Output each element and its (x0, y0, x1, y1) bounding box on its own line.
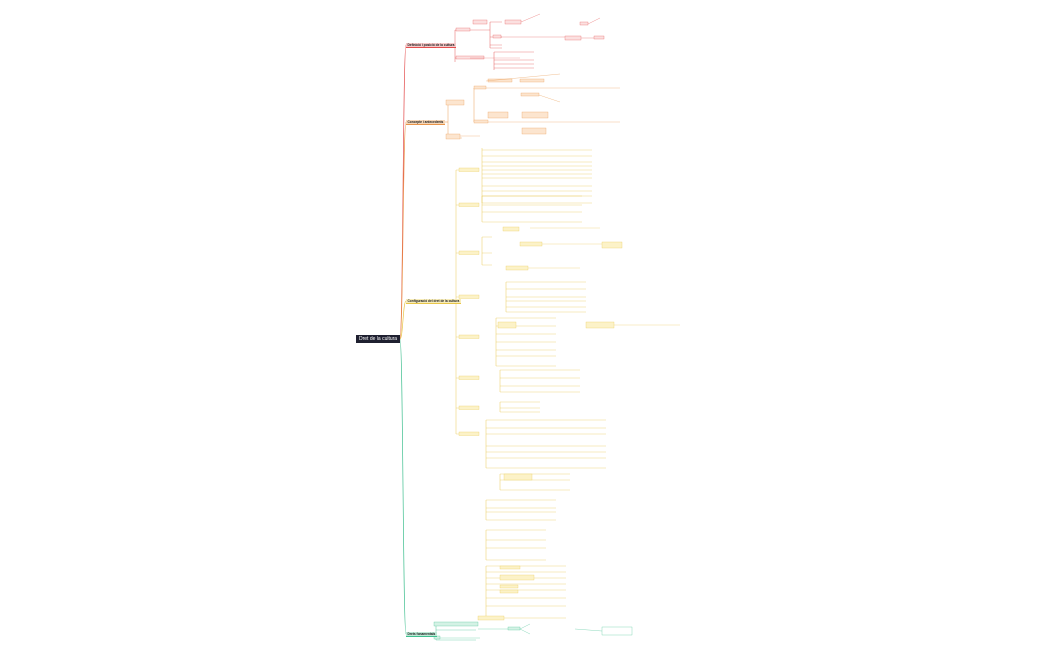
orange-box-43 (519, 78, 545, 83)
yellow-box-96 (505, 265, 529, 271)
orange-box-44 (520, 92, 540, 97)
branch-concepte-label: Concepte i antecedents (407, 120, 444, 124)
orange-leaf-51 (538, 94, 561, 103)
yellow-box-116 (585, 321, 615, 329)
yellow-box-65 (458, 202, 480, 207)
yellow-box-71 (458, 431, 480, 436)
orange-box-37 (445, 133, 461, 140)
orange-box-45 (487, 111, 509, 119)
green-box-172 (601, 626, 633, 636)
orange-box-41 (473, 85, 487, 90)
root-link-red-0 (399, 44, 407, 340)
branch-drets-label: Drets fonamentals (407, 632, 436, 636)
orange-box-46 (521, 111, 549, 119)
red-box-20 (579, 21, 589, 26)
yellow-box-64 (458, 167, 480, 172)
yellow-box-162 (499, 589, 519, 594)
yellow-box-67 (458, 294, 480, 299)
branch-concepte[interactable]: Concepte i antecedents (406, 120, 445, 125)
green-leaf-174 (519, 623, 531, 630)
yellow-box-158 (503, 473, 533, 481)
orange-box-48 (473, 119, 489, 124)
red-box-21 (593, 35, 605, 40)
red-leaf-23 (587, 17, 601, 25)
yellow-box-115 (497, 321, 517, 329)
branch-definicio[interactable]: Definició i posició de la cultura (406, 43, 456, 48)
root-node[interactable]: Dret de la cultura (356, 335, 401, 343)
red-box-17 (504, 19, 522, 25)
red-box-16 (472, 19, 488, 25)
orange-leaf-50 (485, 73, 561, 82)
yellow-box-66 (458, 250, 480, 255)
yellow-box-159 (499, 565, 521, 570)
yellow-box-68 (458, 334, 480, 339)
green-leaf-175 (519, 628, 531, 635)
branch-configuracio[interactable]: Configuració del dret de la cultura (406, 299, 461, 304)
green-leaf-176 (574, 628, 603, 632)
branch-drets[interactable]: Drets fonamentals (406, 632, 437, 637)
red-leaf-25 (520, 13, 541, 23)
orange-box-47 (521, 127, 547, 135)
yellow-box-93 (502, 226, 520, 232)
red-box-18 (492, 34, 502, 39)
yellow-box-161 (499, 584, 519, 589)
yellow-box-70 (458, 405, 480, 410)
branch-configuracio-label: Configuració del dret de la cultura (407, 299, 460, 303)
yellow-box-163 (477, 615, 505, 621)
yellow-box-94 (519, 241, 543, 247)
green-box-171 (507, 626, 521, 631)
orange-box-42 (487, 78, 513, 83)
red-box-9 (455, 55, 485, 60)
red-box-8 (455, 27, 471, 32)
yellow-box-69 (458, 375, 480, 380)
branch-definicio-label: Definició i posició de la cultura (407, 43, 455, 47)
root-link-yellow-2 (399, 300, 407, 340)
root-link-green-3 (399, 338, 407, 635)
yellow-box-95 (601, 241, 623, 249)
red-box-19 (564, 35, 582, 41)
root-link-orange-1 (399, 121, 407, 340)
root-node-label: Dret de la cultura (359, 336, 398, 342)
green-box-170 (433, 635, 441, 640)
orange-box-36 (445, 99, 465, 106)
green-box-169 (433, 621, 479, 627)
yellow-box-160 (499, 574, 535, 581)
